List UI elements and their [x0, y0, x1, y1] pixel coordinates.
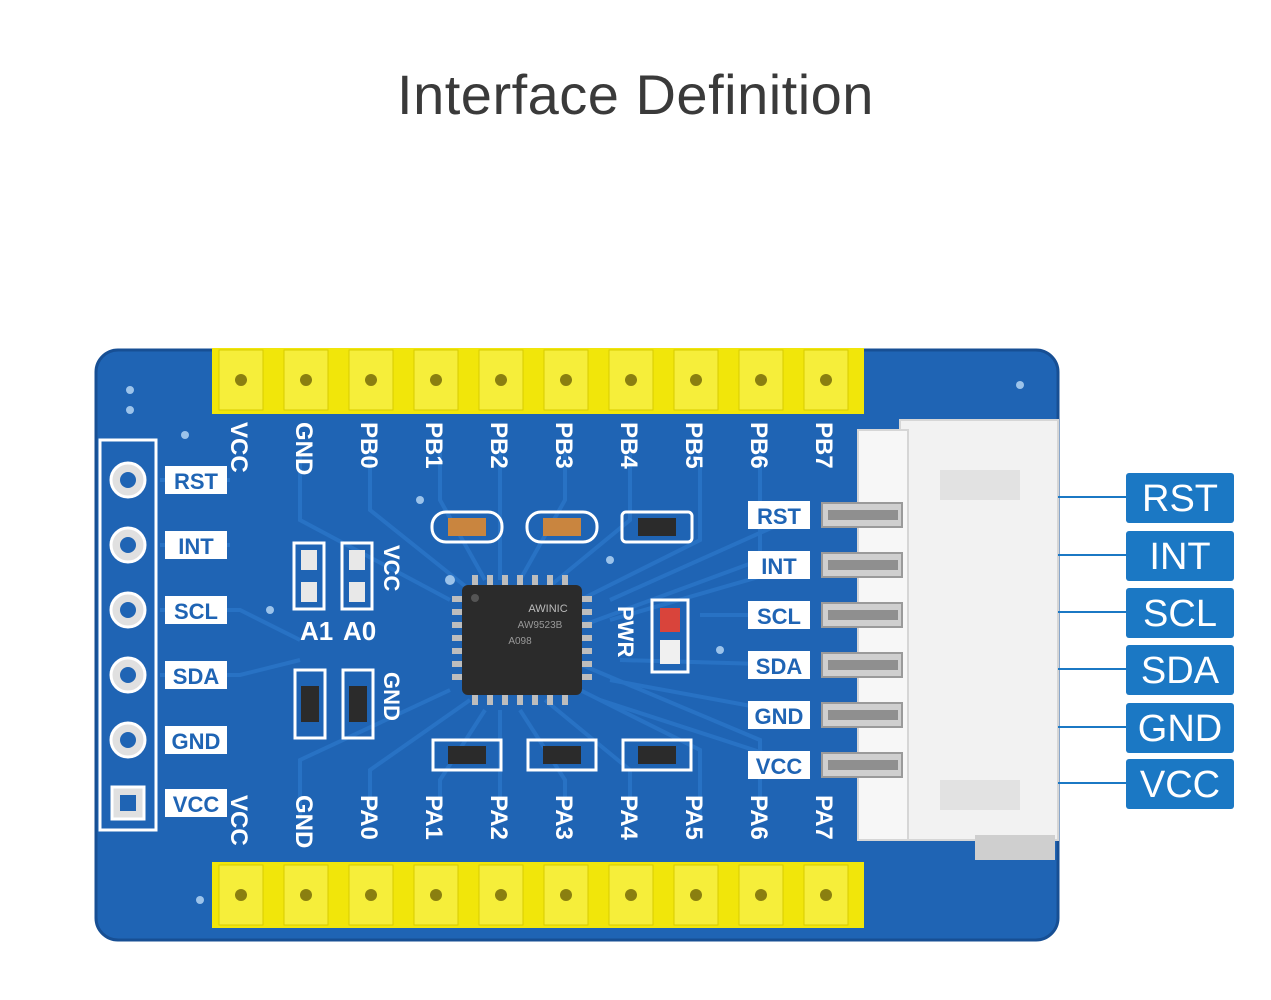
ic-chip: AWINIC AW9523B A098 [452, 575, 592, 705]
callout-gnd: GND [1126, 703, 1234, 753]
board-top_header_labels-label: PB3 [550, 422, 577, 469]
board-top_header_labels-label: PB7 [810, 422, 837, 469]
left-header-label: RST [174, 469, 219, 494]
left-header-label: SDA [173, 664, 220, 689]
connector-label: SDA [756, 654, 803, 679]
bottom-header-pin [609, 865, 653, 925]
left-header-label: SCL [174, 599, 218, 624]
bottom-header-pin [674, 865, 718, 925]
connector-label-box: GND [748, 701, 810, 729]
left-label-box: VCC [165, 789, 227, 817]
top-header-pin [609, 350, 653, 410]
connector-pin [822, 653, 902, 677]
connector-label: SCL [757, 604, 801, 629]
callout-scl: SCL [1126, 588, 1234, 638]
left-header-pin [112, 787, 144, 819]
bottom-header-pin [739, 865, 783, 925]
connector-label-box: RST [748, 501, 810, 529]
board-bottom_header_labels-label: PA1 [420, 795, 447, 840]
board-top_header_labels-label: PB4 [615, 422, 642, 469]
connector-label-box: SCL [748, 601, 810, 629]
top-header-pin [414, 350, 458, 410]
jst-connector [858, 420, 1058, 860]
board-bottom_header_labels-label: PA6 [745, 795, 772, 840]
connector-pin [822, 703, 902, 727]
connector-pin [822, 603, 902, 627]
callout-int: INT [1126, 531, 1234, 581]
bottom-header-pin [219, 865, 263, 925]
connector-label-box: SDA [748, 651, 810, 679]
chip-brand: AWINIC [528, 603, 567, 615]
board-bottom_header_labels-label: PA4 [615, 795, 642, 841]
connector-label: RST [757, 504, 802, 529]
top-header-pin [479, 350, 523, 410]
left-label-box: RST [165, 466, 227, 494]
left-header-pin [111, 463, 145, 497]
callout-sda: SDA [1126, 645, 1234, 695]
left-label-box: GND [165, 726, 227, 754]
connector-label: INT [761, 554, 797, 579]
board-bottom_header_labels-label: PA0 [355, 795, 382, 840]
left-label-box: SCL [165, 596, 227, 624]
board-top_header_labels-label: PB1 [420, 422, 447, 469]
connector-pin [822, 753, 902, 777]
board-bottom_header_labels-label: PA2 [485, 795, 512, 840]
board-top_header_labels-label: VCC [225, 422, 252, 473]
left-label-box: SDA [165, 661, 227, 689]
connector-pin [822, 503, 902, 527]
board-bottom_header_labels-label: PA3 [550, 795, 577, 840]
label-gnd-mid: GND [379, 672, 404, 721]
bottom-header-pin [284, 865, 328, 925]
chip-model: AW9523B [518, 620, 563, 631]
connector-label: GND [755, 704, 804, 729]
board-bottom_header_labels-label: VCC [225, 795, 252, 846]
callout-vcc: VCC [1126, 759, 1234, 809]
bottom-header-pin [414, 865, 458, 925]
left-header-pin [111, 658, 145, 692]
callout-rst: RST [1126, 473, 1234, 523]
callout-label: SDA [1141, 650, 1220, 692]
left-header-pin [111, 593, 145, 627]
left-label-box: INT [165, 531, 227, 559]
board-bottom_header_labels-label: PA5 [680, 795, 707, 840]
board-top_header_labels-label: PB0 [355, 422, 382, 469]
left-header-label: VCC [173, 792, 220, 817]
callout-label: RST [1142, 478, 1218, 520]
board-bottom_header_labels-label: GND [290, 795, 317, 848]
top-header-pin [284, 350, 328, 410]
label-vcc-mid: VCC [379, 545, 404, 592]
bottom-header-pin [349, 865, 393, 925]
left-header-label: GND [172, 729, 221, 754]
bottom-header-pin [544, 865, 588, 925]
top-header-pin [349, 350, 393, 410]
callout-label: INT [1149, 536, 1210, 578]
bottom-header-pin [804, 865, 848, 925]
bottom-header-pin [479, 865, 523, 925]
chip-code: A098 [508, 636, 532, 647]
left-header-pin [111, 528, 145, 562]
label-pwr: PWR [613, 606, 638, 657]
callout-label: VCC [1140, 764, 1220, 806]
board-top_header_labels-label: PB5 [680, 422, 707, 469]
left-header-pin [111, 723, 145, 757]
top-header-pin [804, 350, 848, 410]
left-header-label: INT [178, 534, 214, 559]
top-header-pin [739, 350, 783, 410]
board-top_header_labels-label: PB2 [485, 422, 512, 469]
top-header-pin [544, 350, 588, 410]
top-header-pin [219, 350, 263, 410]
board-bottom_header_labels-label: PA7 [810, 795, 837, 840]
connector-pin [822, 553, 902, 577]
top-header-pin [674, 350, 718, 410]
label-a1: A1 [300, 616, 333, 646]
board-top_header_labels-label: PB6 [745, 422, 772, 469]
connector-label-box: VCC [748, 751, 810, 779]
label-a0: A0 [343, 616, 376, 646]
callout-label: GND [1138, 708, 1222, 750]
board-top_header_labels-label: GND [290, 422, 317, 475]
callout-label: SCL [1143, 593, 1217, 635]
connector-label-box: INT [748, 551, 810, 579]
connector-label: VCC [756, 754, 803, 779]
